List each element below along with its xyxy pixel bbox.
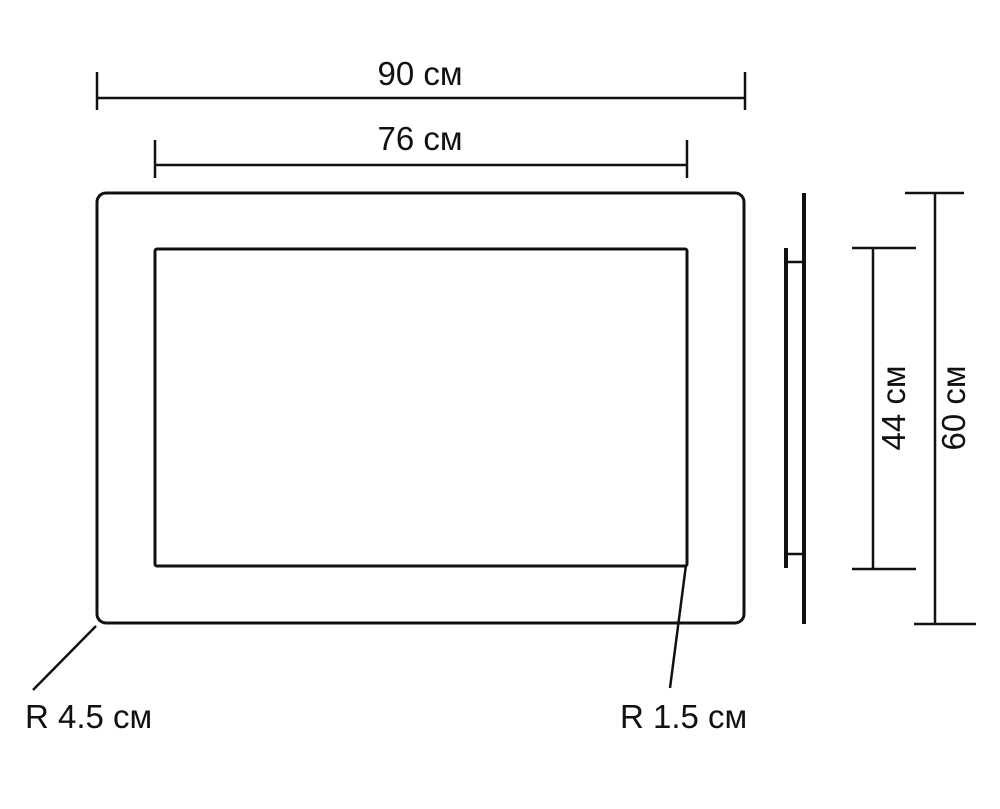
inner-panel: [153, 247, 689, 568]
inner-height-label: 44 см: [875, 365, 912, 450]
outer-height-label: 60 см: [935, 365, 972, 450]
outer-radius-leader: [32, 625, 97, 691]
outer-width-dimension: 90 см: [95, 55, 747, 110]
inner-radius-leader: [668, 564, 688, 689]
inner-width-label: 76 см: [377, 120, 462, 157]
side-profile: [784, 193, 806, 624]
outer-radius-callout: R 4.5 см: [25, 625, 152, 735]
inner-width-dimension: 76 см: [153, 120, 689, 178]
outer-width-label: 90 см: [377, 55, 462, 92]
inner-radius-callout: R 1.5 см: [620, 564, 747, 735]
inner-radius-label: R 1.5 см: [620, 698, 747, 735]
outer-radius-label: R 4.5 см: [25, 698, 152, 735]
outer-height-dimension: 60 см: [905, 191, 976, 626]
inner-height-dimension: 44 см: [852, 246, 916, 571]
